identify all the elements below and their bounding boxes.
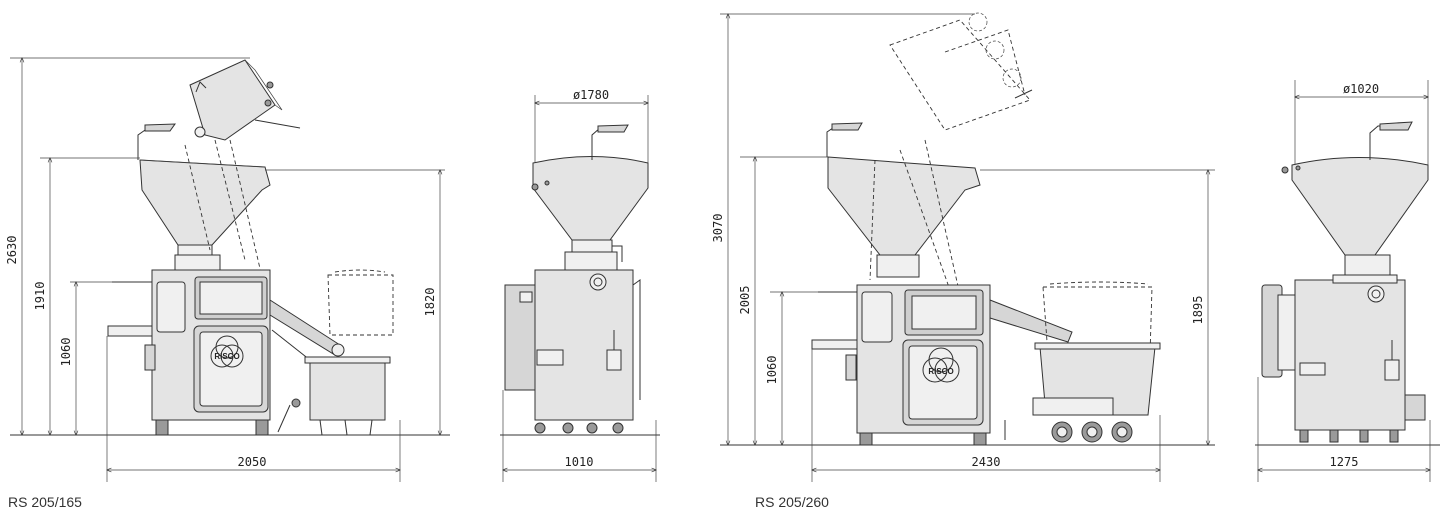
rs205-165-front-view: RISCO: [10, 59, 450, 436]
rs205-165-dimensions: 2630 1910 1060 1820 2050: [5, 58, 445, 482]
ground-bucket: [309, 359, 386, 421]
lifting-arm: [269, 299, 341, 356]
dim-hopper-diameter-2: ø1020: [1343, 82, 1379, 96]
rs205-165-side-dimensions: ø1780 1010: [503, 88, 656, 482]
hopper: [139, 159, 271, 246]
dim-total-height: 2630: [5, 236, 19, 265]
dim-outlet-height-2: 1060: [765, 356, 779, 385]
rs205-260-side-dimensions: ø1020 1275: [1258, 80, 1430, 482]
dim-hopper-diameter: ø1780: [573, 88, 609, 102]
dim-length: 2050: [238, 455, 267, 469]
dim-right-height: 1820: [423, 288, 437, 317]
dim-hopper-height: 1910: [33, 282, 47, 311]
dim-hopper-height-2: 2005: [738, 286, 752, 315]
rs205-260-dimensions: 3070 2005 1060 1895 2430: [711, 14, 1215, 482]
dim-side-width-2: 1275: [1330, 455, 1359, 469]
dim-outlet-height: 1060: [59, 338, 73, 367]
svg-text:RISCO: RISCO: [928, 367, 953, 376]
dim-total-height-2: 3070: [711, 214, 725, 243]
rs205-165-side-view: [500, 124, 660, 436]
rs205-260-front-view: RISCO: [720, 12, 1215, 446]
svg-text:RISCO: RISCO: [214, 352, 239, 361]
dim-length-2: 2430: [972, 455, 1001, 469]
dim-right-height-2: 1895: [1191, 296, 1205, 325]
tilted-bucket: [189, 59, 301, 141]
caption-rs205-260: RS 205/260: [755, 494, 829, 510]
rs205-260-side-view: [1255, 121, 1440, 446]
dim-side-width: 1010: [565, 455, 594, 469]
caption-rs205-165: RS 205/165: [8, 494, 82, 510]
